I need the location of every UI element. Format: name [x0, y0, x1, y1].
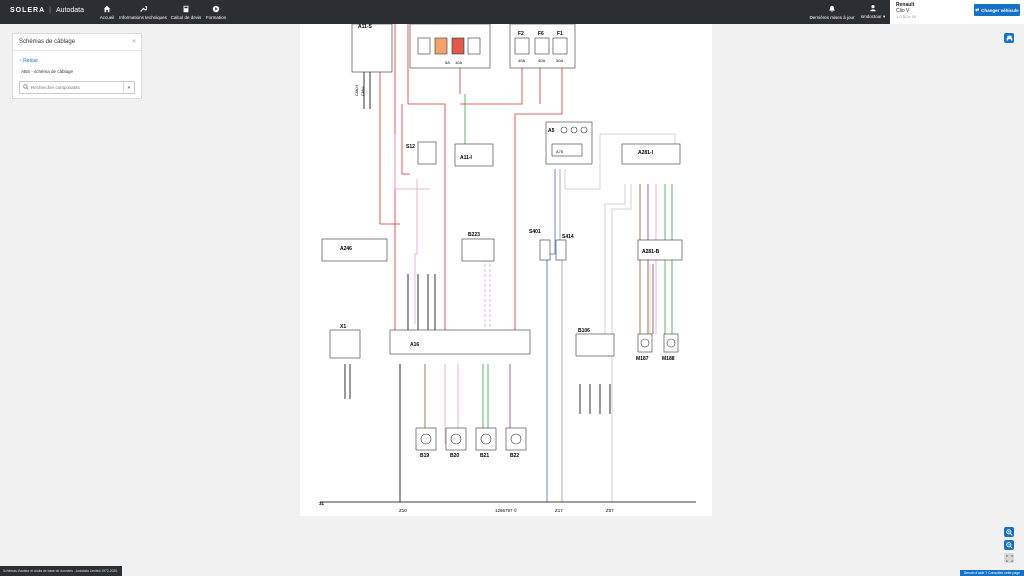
search-icon — [23, 84, 29, 90]
vehicle-info: Renault Clio V 1.0 SCe 65 ⇄Changer véhic… — [890, 0, 1024, 24]
help-label: Besoin d'aide ? Consultez cette page — [964, 571, 1020, 575]
chevron-down-icon: ▾ — [883, 14, 886, 19]
wiring-diagrams-panel: Schémas de câblage « ‹ Retour ABS - sché… — [12, 33, 142, 99]
component-label-a5: A5 — [548, 128, 555, 134]
user-icon — [870, 5, 876, 12]
top-bar: SOLERA|Autodata Accueil Informations tec… — [0, 0, 1024, 24]
component-label-a75: A75 — [556, 149, 564, 154]
nav-home-label: Accueil — [99, 14, 115, 20]
panel-title: Schémas de câblage — [19, 39, 76, 45]
search-input[interactable] — [31, 83, 119, 91]
nav-quote-label: Calcul de devis — [170, 14, 202, 20]
component-label-b20: B20 — [450, 453, 459, 459]
component-label-f6: F6 — [538, 31, 544, 37]
component-label-f1: F1 — [557, 31, 563, 37]
collapse-icon[interactable]: « — [132, 38, 136, 45]
help-link[interactable]: Besoin d'aide ? Consultez cette page — [960, 570, 1024, 576]
bell-icon — [829, 5, 835, 12]
print-icon — [1006, 35, 1012, 41]
nav-training[interactable]: Formation — [204, 0, 228, 24]
component-label-b21: B21 — [480, 453, 489, 459]
zoom-in-icon — [1005, 528, 1013, 536]
wiring-diagram[interactable]: A11-S 5A 10A F2 F6 F1 40A 40A 30A A5 A75… — [300, 23, 712, 516]
signal-label: CAN-L — [361, 85, 365, 96]
component-label-a11-s: A11-S — [358, 24, 373, 30]
nav-technical-info-label: Informations techniques — [119, 14, 167, 20]
zoom-out-icon — [1005, 541, 1013, 549]
component-label-a11-i: A11-I — [460, 155, 473, 161]
nav-training-label: Formation — [205, 14, 227, 20]
brand-name: SOLERA — [10, 7, 46, 14]
print-button[interactable] — [1004, 33, 1014, 43]
component-label-s12: S12 — [406, 144, 415, 150]
component-label-b106: B106 — [578, 328, 590, 334]
logo[interactable]: SOLERA|Autodata — [10, 7, 85, 14]
change-vehicle-label: Changer véhicule — [981, 7, 1019, 13]
component-label-a281-b: A281-B — [642, 249, 660, 255]
ground-label-z10: Z10 — [399, 508, 407, 513]
nav-technical-info[interactable]: Informations techniques — [118, 0, 168, 24]
wrench-icon — [140, 5, 147, 12]
fuse-rating-label: 5A — [445, 60, 450, 65]
fullscreen-icon — [1005, 554, 1013, 562]
user-menu[interactable]: smdoctour ▾ — [856, 0, 890, 24]
component-label-s401: S401 — [529, 229, 541, 235]
component-label-s414: S414 — [562, 234, 574, 240]
component-label-b223: B223 — [468, 232, 480, 238]
component-label-b19: B19 — [420, 453, 429, 459]
change-vehicle-button[interactable]: ⇄Changer véhicule — [974, 4, 1020, 16]
component-label-m188: M188 — [662, 356, 675, 362]
vehicle-make: Renault — [896, 2, 915, 8]
component-label-f2: F2 — [518, 31, 524, 37]
component-label-x1: X1 — [340, 324, 346, 330]
home-icon — [103, 5, 111, 12]
calculator-icon — [183, 5, 189, 12]
user-label: smdoctour — [860, 14, 882, 19]
component-label-b22: B22 — [510, 453, 519, 459]
breadcrumb: ABS - schéma de câblage — [21, 69, 74, 74]
diagram-copyright: 1266797 © — [495, 507, 518, 513]
fuse-rating-label: 30A — [556, 58, 563, 63]
nav-quote[interactable]: Calcul de devis — [170, 0, 202, 24]
zoom-in-button[interactable] — [1004, 527, 1014, 537]
ground-bus-label: 31 — [319, 501, 325, 506]
component-label-a281-i: A281-I — [638, 150, 654, 156]
signal-label: CAN-H — [355, 84, 359, 96]
chevron-left-icon: ‹ — [20, 58, 22, 64]
swap-icon: ⇄ — [975, 7, 980, 12]
panel-header: Schémas de câblage « — [13, 34, 141, 51]
footer-copyright: Schémas d'auteur et droits de base de do… — [0, 566, 122, 576]
fuse-rating-label: 10A — [455, 60, 462, 65]
component-label-m187: M187 — [636, 356, 649, 362]
ground-label-z07: Z07 — [606, 508, 614, 513]
component-label-a16: A16 — [410, 342, 419, 348]
play-icon — [212, 5, 220, 12]
latest-updates-label: Dernières mises à jour — [809, 14, 855, 20]
wiring-diagram-canvas: A11-S 5A 10A F2 F6 F1 40A 40A 30A A5 A75… — [319, 23, 696, 513]
ground-label-z17: Z17 — [555, 508, 563, 513]
component-label-a246: A246 — [340, 246, 352, 252]
back-link[interactable]: ‹ Retour — [20, 58, 38, 64]
vehicle-engine-code: 1.0 SCe 65 — [896, 14, 917, 19]
fuse-rating-label: 40A — [518, 58, 525, 63]
product-name: Autodata — [56, 7, 85, 14]
nav-home[interactable]: Accueil — [96, 0, 118, 24]
component-search: ▾ — [19, 81, 135, 94]
search-dropdown-icon[interactable]: ▾ — [123, 82, 134, 93]
fuse-rating-label: 40A — [538, 58, 545, 63]
zoom-out-button[interactable] — [1004, 540, 1014, 550]
back-label: Retour — [23, 58, 39, 64]
fit-screen-button[interactable] — [1004, 553, 1014, 563]
latest-updates-button[interactable]: Dernières mises à jour — [808, 0, 856, 24]
vehicle-model: Clio V — [896, 8, 910, 14]
